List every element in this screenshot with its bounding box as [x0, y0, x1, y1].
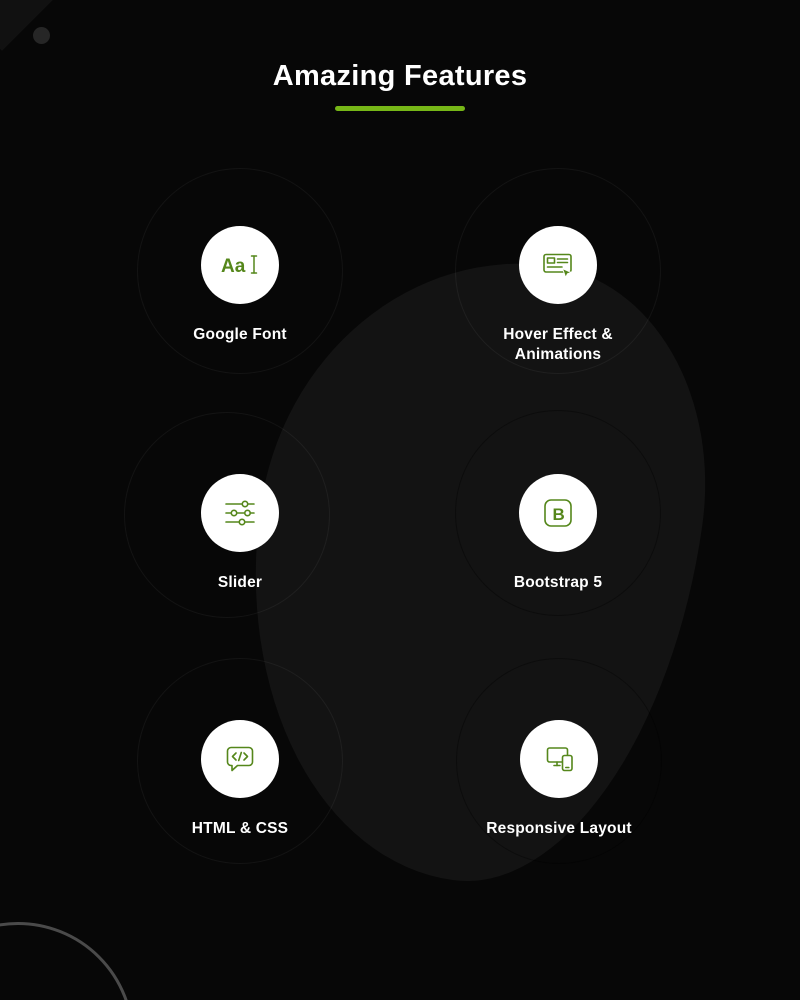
bootstrap-b-icon: B	[544, 499, 572, 527]
feature-hover-effect: Hover Effect & Animations	[448, 226, 668, 366]
icon-circle	[519, 226, 597, 304]
feature-label: Hover Effect & Animations	[503, 326, 613, 364]
feature-html-css: HTML & CSS	[130, 720, 350, 839]
decorative-ring	[455, 410, 661, 616]
decorative-ring	[137, 168, 343, 374]
svg-text:Aa: Aa	[221, 256, 246, 277]
font-aa-icon: Aa	[221, 255, 258, 277]
decorative-ring	[455, 168, 661, 374]
sliders-icon	[225, 500, 255, 526]
section-header: Amazing Features	[0, 60, 800, 111]
feature-responsive: Responsive Layout	[449, 720, 669, 839]
responsive-devices-icon	[546, 747, 573, 772]
hover-cursor-window-icon	[543, 253, 573, 279]
icon-circle: B	[519, 474, 597, 552]
feature-label: Responsive Layout	[486, 820, 632, 837]
icon-circle	[201, 720, 279, 798]
decorative-ring	[456, 658, 662, 864]
feature-google-font: Aa Google Font	[130, 226, 350, 345]
svg-text:B: B	[553, 505, 565, 524]
corner-shape	[0, 0, 53, 51]
feature-label: Google Font	[193, 326, 287, 343]
decorative-ring	[124, 412, 330, 618]
feature-label: Slider	[217, 574, 263, 591]
code-bubble-icon	[226, 746, 254, 772]
bottom-left-ring	[0, 922, 134, 1000]
icon-circle	[201, 474, 279, 552]
feature-label: HTML & CSS	[191, 820, 289, 837]
section-title: Amazing Features	[272, 60, 528, 92]
feature-bootstrap: B Bootstrap 5	[448, 474, 668, 593]
icon-circle	[520, 720, 598, 798]
corner-dot	[33, 27, 50, 44]
decorative-ring	[137, 658, 343, 864]
feature-label: Bootstrap 5	[513, 574, 603, 591]
feature-slider: Slider	[130, 474, 350, 593]
title-underline	[335, 106, 465, 111]
icon-circle: Aa	[201, 226, 279, 304]
